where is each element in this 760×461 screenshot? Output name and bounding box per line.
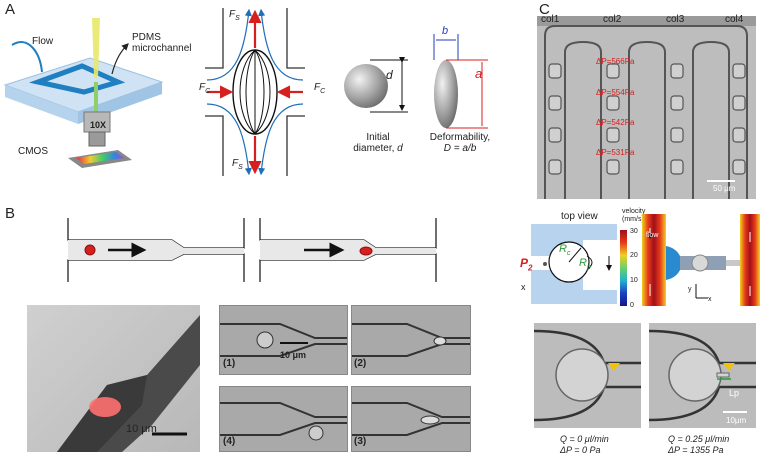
condition-left: Q = 0 μl/min ΔP = 0 Pa: [560, 434, 609, 455]
flow-label: Flow: [32, 36, 54, 47]
micrograph-frame-4: [219, 386, 348, 452]
setup-schematic: [3, 18, 164, 168]
scale-top: 50 μm: [713, 184, 736, 193]
trap-micrograph-right: [648, 323, 756, 428]
fs-label-bottom: FS: [232, 158, 243, 171]
cross-slot-walls: [205, 8, 305, 176]
scale-bar-micro: [280, 342, 308, 344]
b-label: b: [442, 25, 449, 37]
velocity-tick-10: 10: [630, 277, 638, 284]
objective-barrel: [88, 131, 106, 147]
rc-label: Rc: [559, 243, 571, 258]
frame-label-1: (1): [223, 358, 236, 369]
col1-label: col1: [541, 14, 560, 25]
x-axis-label: x: [521, 282, 526, 292]
velocity-title: velocity(mm/s): [622, 208, 646, 223]
cmos-pixels: [76, 152, 124, 164]
pressure-4: ΔP=531Pa: [596, 148, 635, 157]
cross-slot-diagram: [205, 8, 305, 176]
pressure-1: ΔP=566Pa: [596, 57, 635, 66]
velocity-tick-20: 20: [630, 252, 638, 259]
a-label: a: [475, 66, 483, 81]
deformability-label: Deformability, D = a/b: [429, 132, 491, 154]
col4-label: col4: [725, 14, 744, 25]
velocity-field-simulation: [642, 214, 760, 306]
cmos-label: CMOS: [18, 146, 48, 157]
col2-label: col2: [603, 14, 622, 25]
axis-y-label: y: [688, 286, 692, 293]
microchannel-network: [29, 63, 126, 95]
fc-label-left: FC: [199, 82, 211, 95]
cell-before: [84, 244, 96, 256]
flow-label-c: flow: [646, 232, 659, 239]
fs-label-top: FS: [229, 9, 240, 22]
panel-label-a: A: [5, 1, 16, 18]
microchannel-label: microchannel: [132, 43, 192, 54]
light-beam: [92, 18, 100, 78]
initial-sphere: [344, 64, 388, 108]
micrograph-frame-1: [219, 305, 348, 375]
panel-label-c: C: [539, 1, 550, 18]
top-view-label: top view: [561, 211, 598, 222]
deformability-diagram: [344, 34, 488, 129]
d-label: d: [386, 68, 393, 82]
top-view-schematic: [531, 224, 617, 304]
frame-label-3: (3): [354, 436, 367, 447]
pressure-3: ΔP=542Pa: [596, 118, 635, 127]
pressure-2: ΔP=554Pa: [596, 88, 635, 97]
p2-label: P2: [520, 256, 533, 273]
axis-x-label: x: [708, 296, 712, 303]
scale-3d: 10 μm: [126, 423, 157, 435]
micrograph-frame-3: [351, 386, 471, 452]
constriction-schematic: [67, 218, 437, 282]
pdms-label: PDMS: [132, 32, 161, 43]
panel-label-b: B: [5, 205, 16, 222]
scale-bottom: 10μm: [726, 416, 747, 425]
fc-label-right: FC: [314, 82, 326, 95]
cell-in-constriction: [359, 246, 373, 256]
cell-glow: [89, 397, 121, 417]
flow-arrow-in: [11, 41, 43, 73]
pdms-chip-side: [5, 85, 78, 124]
velocity-colorbar: [620, 230, 627, 306]
scale-micro: 10 μm: [280, 350, 307, 360]
scale-bar-top: [707, 180, 735, 182]
velocity-tick-0: 0: [630, 302, 634, 309]
deformed-ellipsoid: [434, 60, 458, 128]
frame-label-4: (4): [223, 436, 236, 447]
lp-label: Lp: [729, 388, 740, 398]
velocity-tick-30: 30: [630, 228, 638, 235]
initial-diameter-label: Initial diameter, d: [353, 132, 403, 154]
trap-micrograph-left: [533, 323, 641, 428]
micrograph-frame-2: [351, 305, 471, 375]
condition-right: Q = 0.25 μl/min ΔP = 1355 Pa: [668, 434, 730, 455]
beam-green: [94, 82, 98, 112]
objective-label: 10X: [90, 120, 107, 130]
deformability-cytometry-micrograph: [537, 16, 756, 199]
frame-label-2: (2): [354, 358, 367, 369]
constriction-3d-render: [27, 305, 200, 452]
rp-label: Rp: [579, 257, 591, 272]
col3-label: col3: [666, 14, 685, 25]
flow-arrow-out: [111, 43, 129, 75]
